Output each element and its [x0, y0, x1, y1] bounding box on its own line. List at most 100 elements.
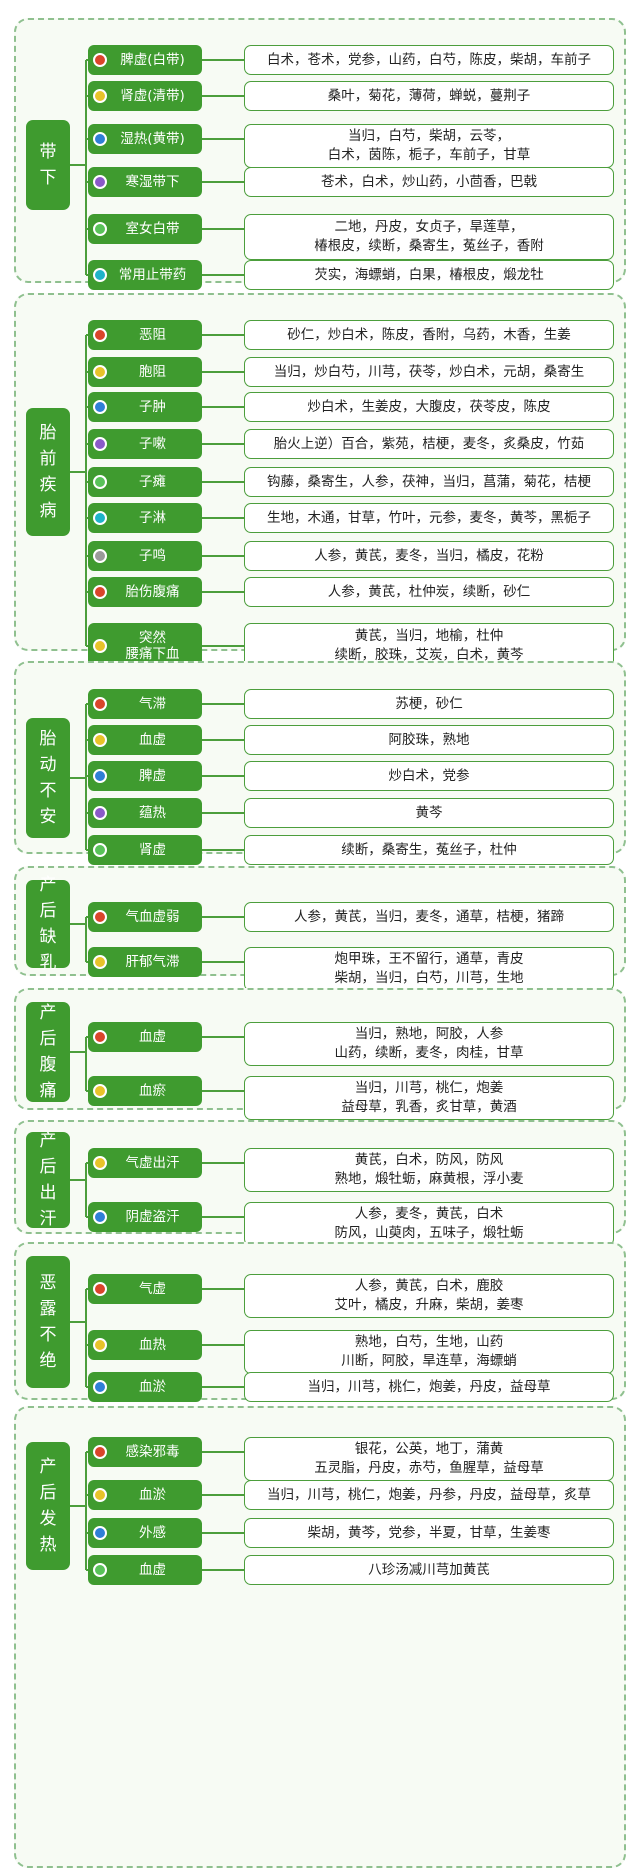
- subtype-label: 子淋: [139, 510, 166, 526]
- subtype-node: 气虚: [88, 1274, 202, 1304]
- subtype-node: 血淤: [88, 1480, 202, 1510]
- subtype-node: 血虚: [88, 1555, 202, 1585]
- subtype-label: 血淤: [139, 1379, 166, 1395]
- status-dot-icon: [93, 1282, 107, 1296]
- herb-list: 人参，麦冬，黄芪，白术 防风，山萸肉，五味子，煅牡蛎: [244, 1202, 614, 1246]
- herb-list: 生地，木通，甘草，竹叶，元参，麦冬，黄芩，黑栀子: [244, 503, 614, 533]
- subtype-label: 胎伤腹痛: [125, 584, 180, 600]
- herb-list: 柴胡，黄芩，党参，半夏，甘草，生姜枣: [244, 1518, 614, 1548]
- subtype-node: 胎伤腹痛: [88, 577, 202, 607]
- herb-list: 续断，桑寄生，菟丝子，杜仲: [244, 835, 614, 865]
- subtype-label: 湿热(黄带): [120, 131, 185, 147]
- subtype-node: 常用止带药: [88, 260, 202, 290]
- herb-list: 砂仁，炒白术，陈皮，香附，乌药，木香，生姜: [244, 320, 614, 350]
- subtype-label: 子瘫: [139, 474, 166, 490]
- section-1: 胎 前 疾 病恶阻砂仁，炒白术，陈皮，香附，乌药，木香，生姜胞阻当归，炒白芍，川…: [14, 293, 626, 669]
- herb-list: 当归，川芎，桃仁，炮姜，丹参，丹皮，益母草，炙草: [244, 1480, 614, 1510]
- status-dot-icon: [93, 132, 107, 146]
- status-dot-icon: [93, 365, 107, 379]
- category-label: 产 后 出 汗: [26, 1131, 70, 1229]
- status-dot-icon: [93, 1526, 107, 1540]
- herb-list: 炒白术，生姜皮，大腹皮，茯苓皮，陈皮: [244, 392, 614, 422]
- subtype-node: 脾虚(白带): [88, 45, 202, 75]
- subtype-label: 气虚出汗: [125, 1155, 180, 1171]
- subtype-node: 肾虚(清带): [88, 81, 202, 111]
- subtype-label: 血热: [139, 1337, 166, 1353]
- subtype-label: 气滞: [139, 696, 166, 712]
- subtype-label: 血虚: [139, 1562, 166, 1578]
- subtype-label: 感染邪毒: [125, 1444, 180, 1460]
- herb-list: 炮甲珠，王不留行，通草，青皮 柴胡，当归，白芍，川芎，生地: [244, 947, 614, 991]
- subtype-node: 气血虚弱: [88, 902, 202, 932]
- status-dot-icon: [93, 1156, 107, 1170]
- herb-list: 当归，熟地，阿胶，人参 山药，续断，麦冬，肉桂，甘草: [244, 1022, 614, 1066]
- subtype-label: 蕴热: [139, 805, 166, 821]
- subtype-node: 寒湿带下: [88, 167, 202, 197]
- herb-list: 八珍汤减川芎加黄芪: [244, 1555, 614, 1585]
- subtype-node: 外感: [88, 1518, 202, 1548]
- subtype-label: 突然 腰痛下血: [125, 630, 180, 662]
- section-2: 胎 动 不 安气滞苏梗，砂仁血虚阿胶珠，熟地脾虚炒白术，党参蕴热黄芩肾虚续断，桑…: [14, 661, 626, 865]
- status-dot-icon: [93, 549, 107, 563]
- subtype-node: 湿热(黄带): [88, 124, 202, 154]
- category-label: 恶 露 不 绝: [26, 1256, 70, 1388]
- herb-list: 人参，黄芪，当归，麦冬，通草，桔梗，猪蹄: [244, 902, 614, 932]
- subtype-node: 血虚: [88, 1022, 202, 1052]
- category-label: 产 后 腹 痛: [26, 1002, 70, 1102]
- subtype-node: 子嗽: [88, 429, 202, 459]
- status-dot-icon: [93, 1030, 107, 1044]
- herb-list: 芡实，海螵蛸，白果，椿根皮，煅龙牡: [244, 260, 614, 290]
- status-dot-icon: [93, 1445, 107, 1459]
- subtype-label: 恶阻: [139, 327, 166, 343]
- status-dot-icon: [93, 475, 107, 489]
- herb-list: 熟地，白芍，生地，山药 川断，阿胶，旱连草，海螵蛸: [244, 1330, 614, 1374]
- subtype-label: 气虚: [139, 1281, 166, 1297]
- subtype-node: 子瘫: [88, 467, 202, 497]
- herb-list: 黄芪，白术，防风，防风 熟地，煅牡蛎，麻黄根，浮小麦: [244, 1148, 614, 1192]
- herb-list: 黄芩: [244, 798, 614, 828]
- subtype-label: 血淤: [139, 1487, 166, 1503]
- status-dot-icon: [93, 1210, 107, 1224]
- subtype-node: 感染邪毒: [88, 1437, 202, 1467]
- subtype-label: 室女白带: [125, 221, 180, 237]
- subtype-node: 气虚出汗: [88, 1148, 202, 1178]
- subtype-label: 子嗽: [139, 436, 166, 452]
- section-3: 产 后 缺 乳气血虚弱人参，黄芪，当归，麦冬，通草，桔梗，猪蹄肝郁气滞炮甲珠，王…: [14, 866, 626, 991]
- herb-list: 苍术，白术，炒山药，小茴香，巴戟: [244, 167, 614, 197]
- subtype-node: 血淤: [88, 1372, 202, 1402]
- subtype-node: 血瘀: [88, 1076, 202, 1106]
- status-dot-icon: [93, 511, 107, 525]
- status-dot-icon: [93, 806, 107, 820]
- status-dot-icon: [93, 437, 107, 451]
- subtype-node: 子鸣: [88, 541, 202, 571]
- herb-list: 苏梗，砂仁: [244, 689, 614, 719]
- subtype-label: 肾虚: [139, 842, 166, 858]
- subtype-label: 外感: [139, 1525, 166, 1541]
- status-dot-icon: [93, 843, 107, 857]
- herb-list: 白术，苍术，党参，山药，白芍，陈皮，柴胡，车前子: [244, 45, 614, 75]
- category-label: 胎 动 不 安: [26, 718, 70, 838]
- section-5: 产 后 出 汗气虚出汗黄芪，白术，防风，防风 熟地，煅牡蛎，麻黄根，浮小麦阴虚盗…: [14, 1120, 626, 1246]
- subtype-node: 室女白带: [88, 214, 202, 244]
- herb-list: 当归，川芎，桃仁，炮姜 益母草，乳香，炙甘草，黄酒: [244, 1076, 614, 1120]
- subtype-label: 脾虚: [139, 768, 166, 784]
- subtype-label: 血虚: [139, 1029, 166, 1045]
- status-dot-icon: [93, 910, 107, 924]
- status-dot-icon: [93, 328, 107, 342]
- subtype-label: 肝郁气滞: [125, 954, 180, 970]
- section-6: 恶 露 不 绝气虚人参，黄芪，白术，鹿胶 艾叶，橘皮，升麻，柴胡，姜枣血热熟地，…: [14, 1242, 626, 1402]
- status-dot-icon: [93, 1338, 107, 1352]
- subtype-node: 肾虚: [88, 835, 202, 865]
- status-dot-icon: [93, 1563, 107, 1577]
- subtype-node: 蕴热: [88, 798, 202, 828]
- herb-list: 当归，炒白芍，川芎，茯苓，炒白术，元胡，桑寄生: [244, 357, 614, 387]
- status-dot-icon: [93, 769, 107, 783]
- subtype-label: 胞阻: [139, 364, 166, 380]
- subtype-label: 血瘀: [139, 1083, 166, 1099]
- subtype-node: 恶阻: [88, 320, 202, 350]
- subtype-node: 子淋: [88, 503, 202, 533]
- subtype-label: 血虚: [139, 732, 166, 748]
- category-label: 产 后 发 热: [26, 1442, 70, 1570]
- herb-list: 钩藤，桑寄生，人参，茯神，当归，菖蒲，菊花，桔梗: [244, 467, 614, 497]
